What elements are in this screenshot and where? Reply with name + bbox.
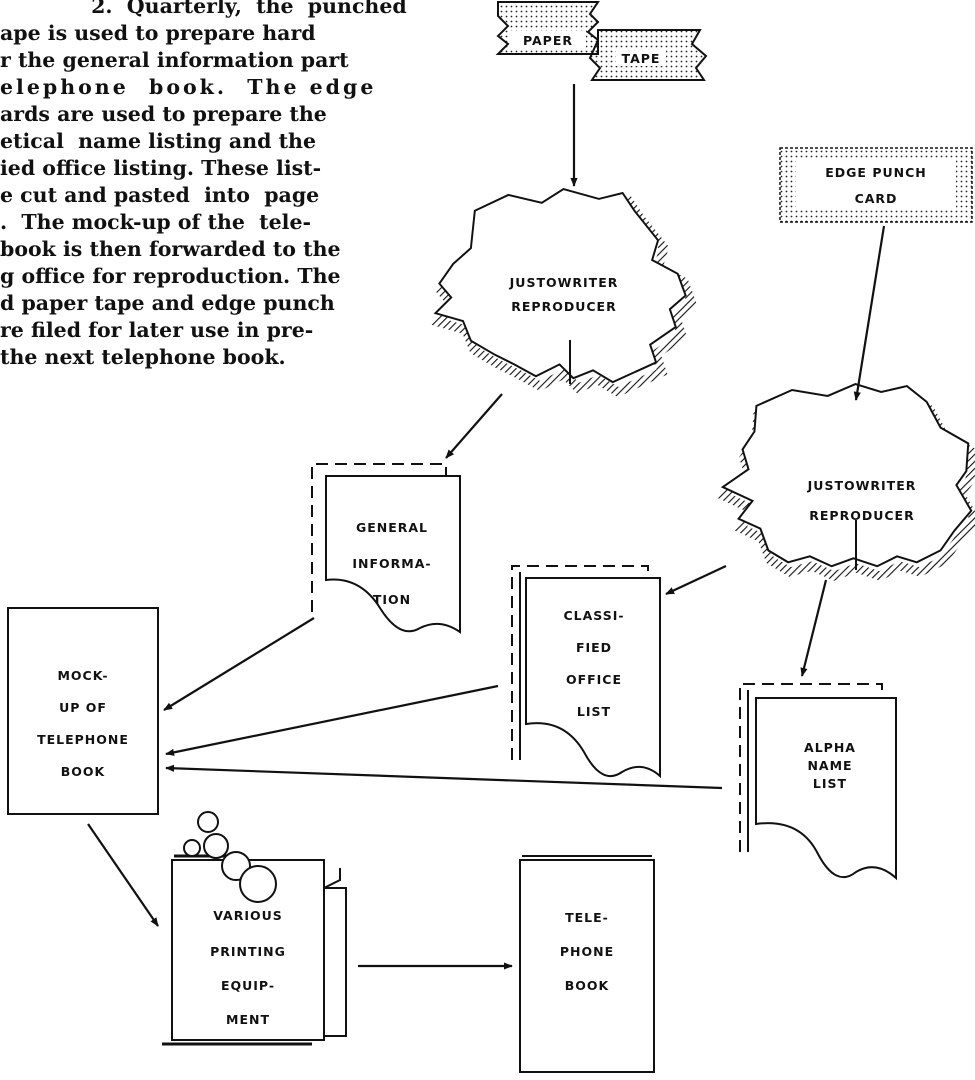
intro-line: etical name listing and the: [0, 129, 317, 153]
intro-line: elephone book. The edge: [0, 75, 377, 99]
document-label: FIED: [576, 640, 612, 655]
document-label: GENERAL: [356, 520, 428, 535]
reproducer-label: REPRODUCER: [809, 508, 914, 523]
arrow-reproducer-to-alpha: [800, 579, 828, 677]
justowriter-reproducer: JUSTOWRITER REPRODUCER: [714, 383, 975, 581]
telephone-book: TELE- PHONE BOOK: [519, 855, 655, 1073]
printer-roller: [203, 833, 229, 859]
intro-line: ape is used to prepare hard: [0, 21, 316, 45]
intro-line: ards are used to prepare the: [0, 102, 327, 126]
arrow-general-info-to-mock-up: [163, 617, 315, 711]
reproducer-label: REPRODUCER: [511, 299, 616, 314]
edge-punch-card-label: EDGE PUNCH: [825, 165, 926, 180]
arrow-card-to-reproducer: [853, 225, 886, 401]
edge-card-label-bg: [796, 160, 956, 210]
telephone-book-label: TELE-: [565, 910, 609, 925]
printer-roller: [239, 865, 277, 903]
intro-line: the next telephone book.: [0, 345, 286, 369]
arrow-reproducer-to-classified: [665, 565, 727, 595]
reproducer-body: [433, 187, 687, 384]
arrow-mock-up-to-printing: [87, 823, 159, 927]
document-label: CLASSI-: [563, 608, 624, 623]
intro-line: . The mock-up of the tele-: [0, 210, 312, 234]
printing-equipment-label: PRINTING: [210, 944, 286, 959]
intro-line: ied office listing. These list-: [0, 156, 322, 180]
intro-line: r the general information part: [0, 48, 349, 72]
document-label: OFFICE: [566, 672, 622, 687]
arrow-alpha-to-mock-up: [165, 764, 723, 790]
document-page: [525, 577, 661, 779]
reproducer-label: JUSTOWRITER: [509, 275, 619, 290]
paper-label-bg: [510, 31, 586, 49]
classified-office-list-document: CLASSI- FIED OFFICE LIST: [511, 565, 661, 779]
printer-side-panel: [323, 887, 347, 1037]
document-label: ALPHA: [804, 740, 856, 755]
intro-line: book is then forwarded to the: [0, 237, 341, 261]
document-back-page: [739, 683, 883, 852]
document-label: NAME: [807, 758, 852, 773]
printer-roller: [183, 839, 201, 857]
document-label: LIST: [813, 776, 847, 791]
mock-up-box: [7, 607, 159, 815]
alpha-name-list-document: ALPHA NAME LIST: [739, 683, 897, 881]
intro-line: 2. Quarterly, the punched: [84, 0, 407, 18]
mock-up-label: TELEPHONE: [37, 732, 129, 747]
document-back-page: [511, 565, 649, 760]
edge-punch-card: EDGE PUNCH CARD: [779, 147, 973, 223]
document-page: [325, 475, 461, 634]
flow-arrows: [87, 84, 886, 970]
printing-equipment-label: VARIOUS: [213, 908, 283, 923]
tape-label-bg: [616, 50, 666, 66]
intro-line: e cut and pasted into page: [0, 183, 320, 207]
mock-up-label: UP OF: [59, 700, 107, 715]
intro-paragraph: 2. Quarterly, the punched ape is used to…: [0, 0, 450, 390]
telephone-book-cover: [519, 859, 655, 1073]
paper-tape-label: TAPE: [622, 51, 661, 66]
intro-line: g office for reproduction. The: [0, 264, 341, 288]
document-back-page: [311, 463, 447, 612]
arrow-classified-to-mock-up: [165, 684, 499, 756]
document-label: INFORMA-: [352, 556, 431, 571]
mock-up-telephone-book: MOCK- UP OF TELEPHONE BOOK: [7, 607, 159, 815]
general-information-document: GENERAL INFORMA- TION: [311, 463, 461, 634]
intro-line: d paper tape and edge punch: [0, 291, 335, 315]
justowriter-reproducer: JUSTOWRITER REPRODUCER: [429, 187, 698, 398]
document-label: TION: [373, 592, 411, 607]
telephone-book-label: PHONE: [560, 944, 614, 959]
paper-tape-label: PAPER: [523, 33, 573, 48]
arrow-reproducer-to-general-info: [445, 393, 503, 459]
edge-punch-card-label: CARD: [855, 191, 898, 206]
document-page: [755, 697, 897, 881]
reproducer-label: JUSTOWRITER: [807, 478, 917, 493]
telephone-book-label: BOOK: [565, 978, 610, 993]
printing-equipment-label: EQUIP-: [221, 978, 275, 993]
document-label: LIST: [577, 704, 611, 719]
reproducer-body: [720, 383, 973, 568]
mock-up-label: BOOK: [61, 764, 106, 779]
intro-line: re filed for later use in pre-: [0, 318, 314, 342]
mock-up-label: MOCK-: [57, 668, 108, 683]
printer-roller: [197, 811, 219, 833]
printing-equipment-label: MENT: [226, 1012, 270, 1027]
printing-equipment: VARIOUS PRINTING EQUIP- MENT: [162, 811, 347, 1046]
paper-tape: PAPER TAPE: [495, 1, 708, 81]
